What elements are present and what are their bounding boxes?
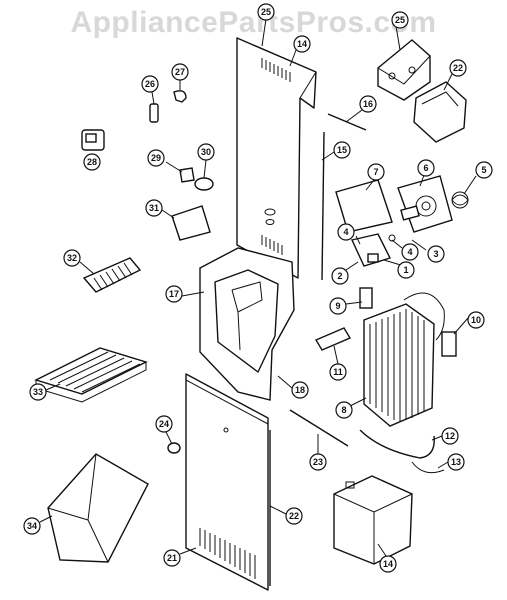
callout-number: 22: [289, 511, 299, 521]
callout-29: 29: [147, 149, 165, 167]
callout-number: 32: [67, 253, 77, 263]
callout-13: 13: [447, 453, 465, 471]
callout-number: 9: [335, 301, 340, 311]
callout-25-right: 25: [391, 11, 409, 29]
callout-16: 15: [333, 141, 351, 159]
callout-19: 18: [291, 381, 309, 399]
callout-17: 16: [359, 95, 377, 113]
upper-panel: [236, 37, 317, 279]
callout-4-left: 4: [337, 223, 355, 241]
callout-number: 25: [261, 7, 271, 17]
callout-number: 3: [433, 249, 438, 259]
callout-3: 3: [427, 245, 445, 263]
callout-number: 7: [373, 167, 378, 177]
callout-9: 9: [329, 297, 347, 315]
callout-25-top: 25: [257, 3, 275, 21]
callout-number: 26: [145, 79, 155, 89]
callout-number: 4: [407, 247, 412, 257]
callout-number: 17: [169, 289, 179, 299]
drain-pan: [333, 475, 413, 565]
callout-number: 29: [151, 153, 161, 163]
callout-30: 30: [197, 143, 215, 161]
callout-15: 14: [293, 35, 311, 53]
motor-bracket: [377, 39, 467, 143]
evaporator-coil: [314, 287, 457, 474]
callout-26: 26: [141, 75, 159, 93]
callout-number: 2: [337, 271, 342, 281]
callout-number: 30: [201, 147, 211, 157]
callout-number: 18: [295, 385, 305, 395]
callout-number: 21: [167, 553, 177, 563]
callout-10: 10: [467, 311, 485, 329]
callout-22: 23: [309, 453, 327, 471]
callout-28: 28: [83, 153, 101, 171]
callout-number: 24: [159, 419, 169, 429]
leader-lines: [39, 18, 477, 557]
callout-5: 5: [475, 161, 493, 179]
callout-number: 25: [395, 15, 405, 25]
callout-34: 34: [23, 517, 41, 535]
callout-21: 22: [285, 507, 303, 525]
callout-27: 27: [171, 63, 189, 81]
small-parts: [34, 90, 214, 563]
callout-number: 27: [175, 67, 185, 77]
callout-number: 14: [383, 559, 393, 569]
callout-18: 17: [165, 285, 183, 303]
callout-number: 14: [297, 39, 307, 49]
callout-12: 12: [441, 427, 459, 445]
callout-number: 4: [343, 227, 348, 237]
callout-number: 5: [481, 165, 486, 175]
callout-number: 23: [313, 457, 323, 467]
callout-23: 24: [155, 415, 173, 433]
lower-panel: [185, 373, 269, 591]
callout-32: 32: [63, 249, 81, 267]
callout-6: 6: [417, 159, 435, 177]
callout-number: 28: [87, 157, 97, 167]
callout-number: 16: [363, 99, 373, 109]
callout-number: 1: [403, 265, 408, 275]
callout-24: 22: [449, 59, 467, 77]
callout-number: 13: [451, 457, 461, 467]
callout-4-right: 4: [401, 243, 419, 261]
callout-11: 11: [329, 363, 347, 381]
callout-14: 14: [379, 555, 397, 573]
callout-number: 33: [33, 387, 43, 397]
evaporator-cover: [199, 247, 295, 401]
callout-number: 10: [471, 315, 481, 325]
callout-8: 8: [335, 401, 353, 419]
callout-number: 34: [27, 521, 37, 531]
callout-number: 15: [337, 145, 347, 155]
callout-number: 6: [423, 163, 428, 173]
callout-7: 7: [367, 163, 385, 181]
callout-number: 12: [445, 431, 455, 441]
callout-number: 22: [453, 63, 463, 73]
callout-2: 2: [331, 267, 349, 285]
callout-31: 31: [145, 199, 163, 217]
callout-33: 33: [29, 383, 47, 401]
watermark: AppliancePartsPros.com: [70, 6, 437, 39]
callout-1: 1: [397, 261, 415, 279]
callout-number: 11: [333, 367, 343, 377]
callout-number: 8: [341, 405, 346, 415]
callout-20: 21: [163, 549, 181, 567]
callout-number: 31: [149, 203, 159, 213]
trim-strips: [269, 113, 367, 586]
evaporator-fan-assembly: [335, 175, 469, 267]
